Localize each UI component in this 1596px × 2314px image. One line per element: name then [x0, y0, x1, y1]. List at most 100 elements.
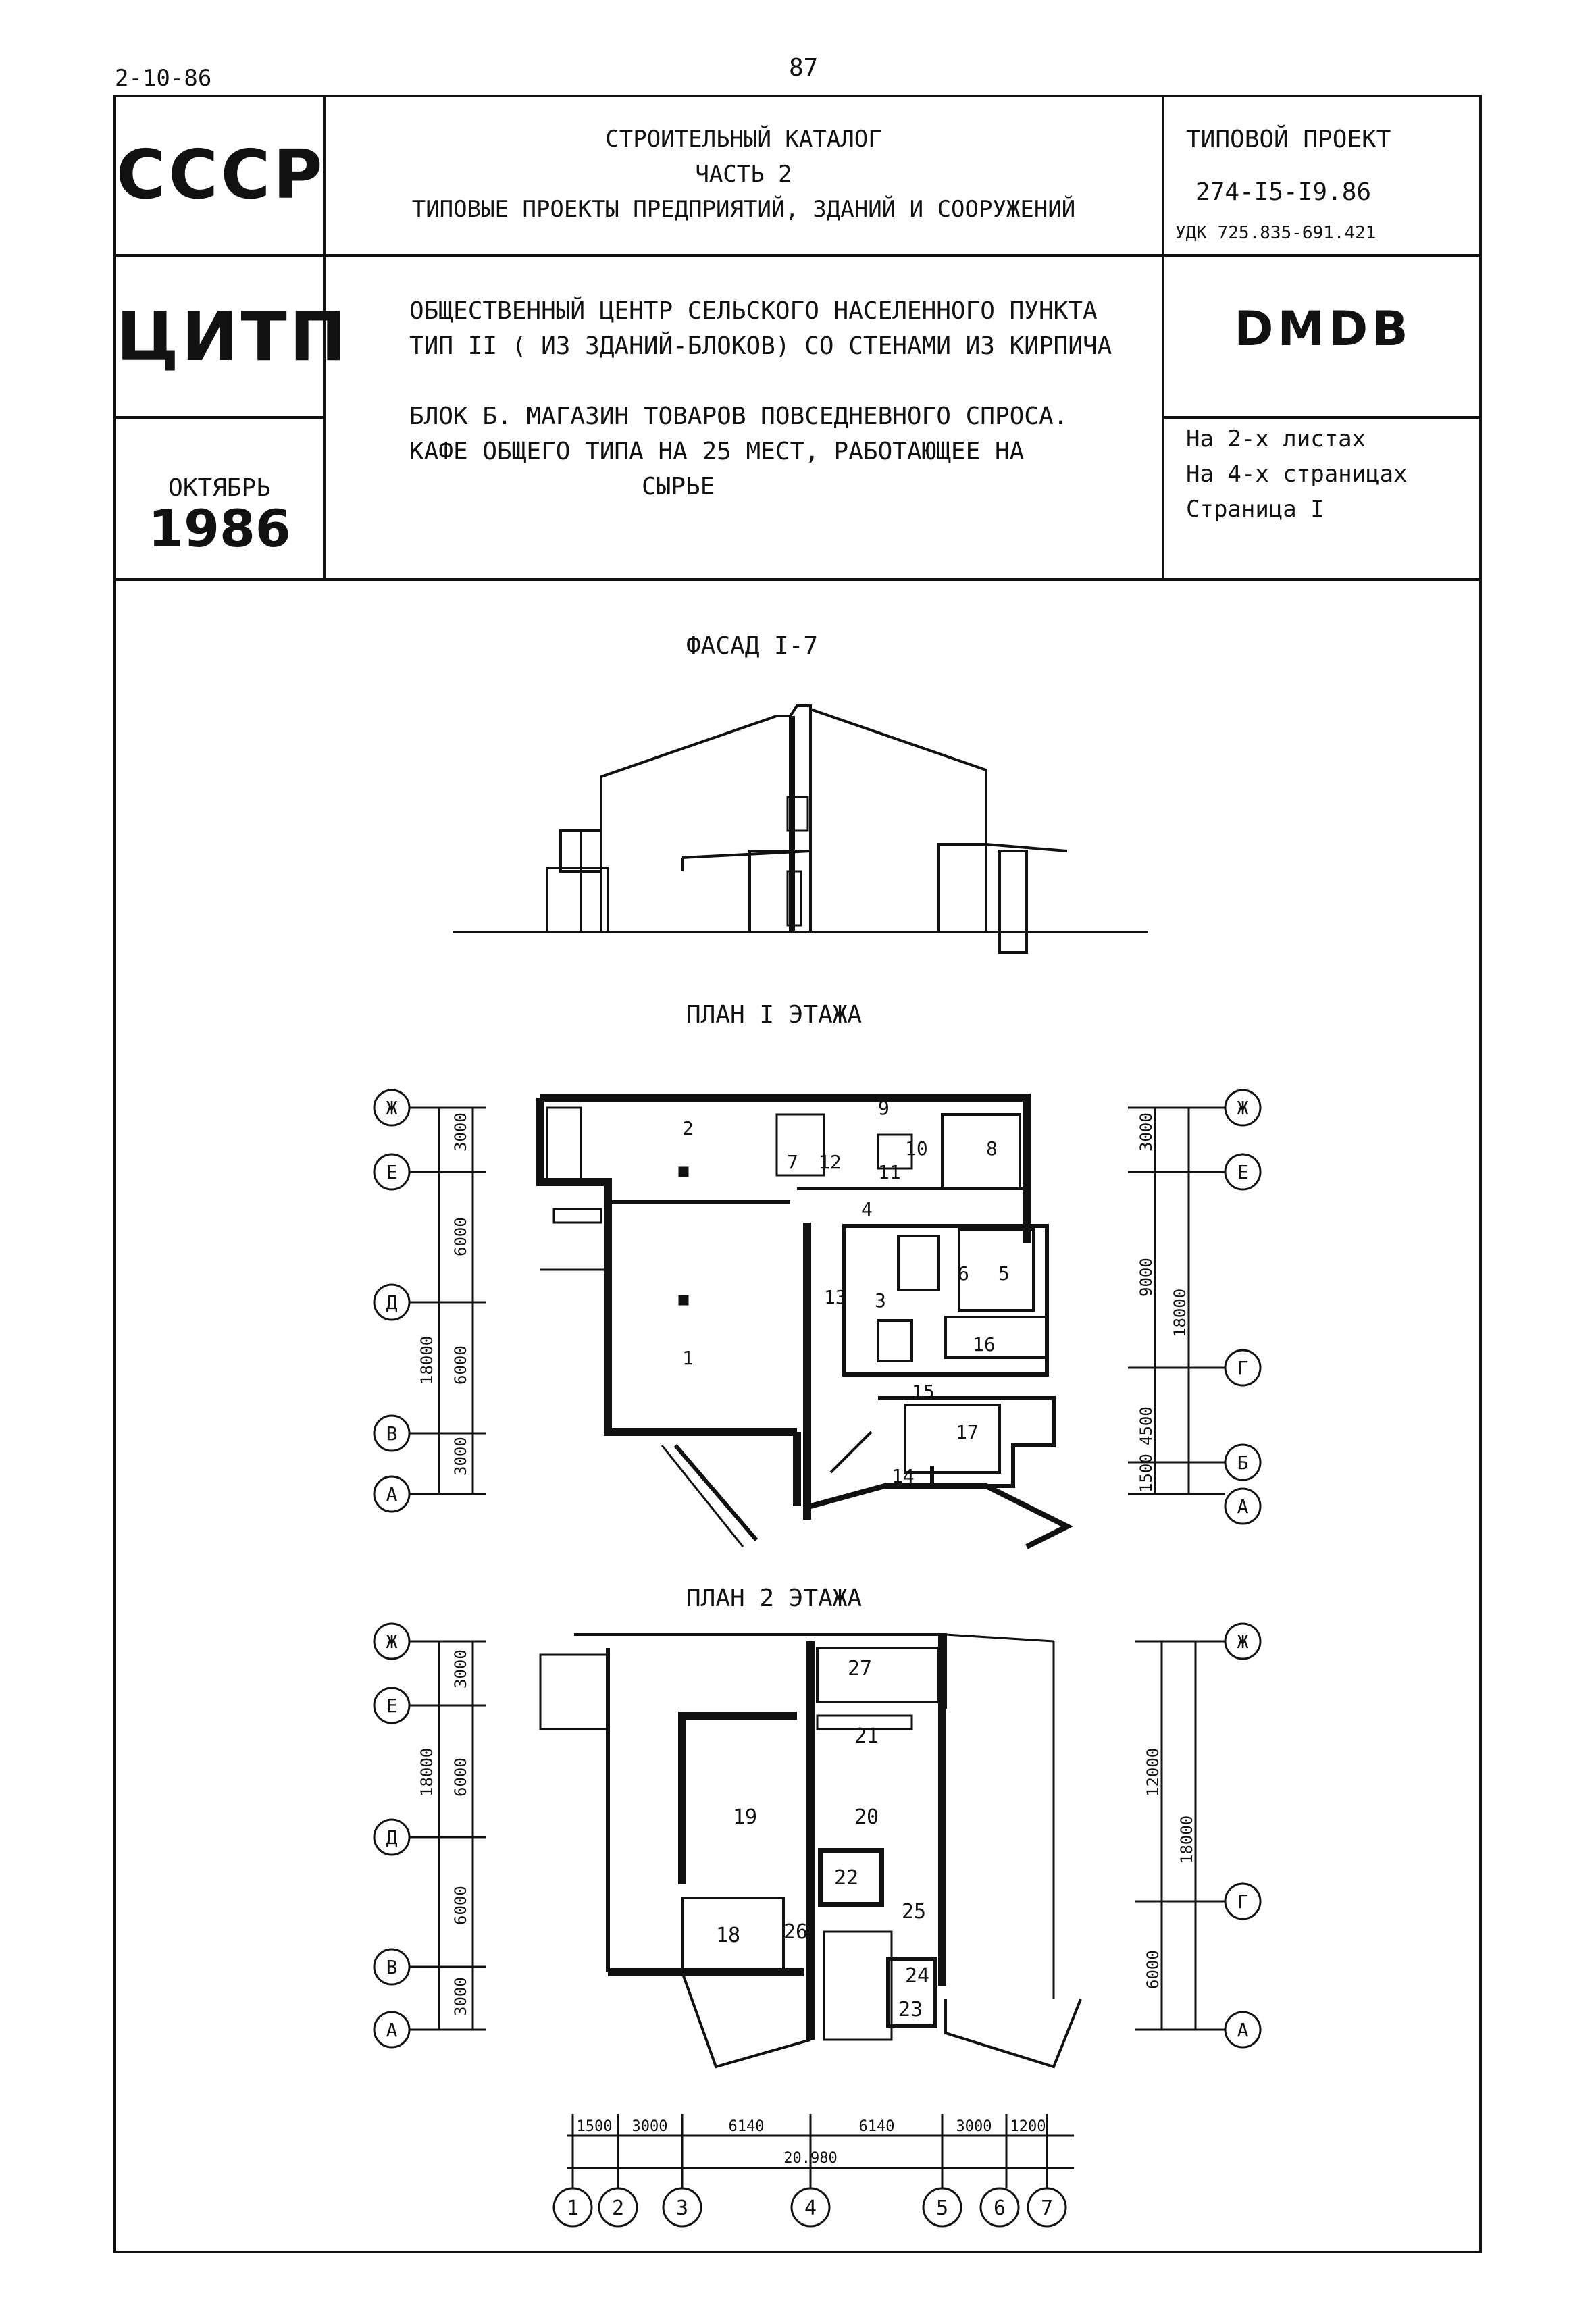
svg-text:7: 7 [1041, 2196, 1053, 2220]
svg-text:А: А [1237, 1495, 1249, 1518]
svg-text:13: 13 [824, 1286, 847, 1308]
svg-text:4: 4 [804, 2196, 817, 2220]
svg-text:24: 24 [905, 1964, 929, 1988]
svg-text:Ж: Ж [386, 1097, 398, 1119]
svg-text:6000: 6000 [451, 1345, 470, 1385]
svg-text:20: 20 [854, 1805, 879, 1829]
svg-text:3000: 3000 [632, 2118, 668, 2135]
sheet-frame [113, 95, 1482, 2253]
svg-text:16: 16 [973, 1333, 996, 1356]
svg-text:6140: 6140 [859, 2118, 895, 2135]
catalog-line1: СТРОИТЕЛЬНЫЙ КАТАЛОГ [605, 126, 882, 153]
svg-text:3: 3 [676, 2196, 688, 2220]
svg-text:11: 11 [878, 1161, 901, 1183]
svg-text:12000: 12000 [1143, 1748, 1162, 1797]
svg-text:27: 27 [848, 1657, 872, 1680]
plan2-dims-left: 3000 6000 6000 3000 18000 [417, 1649, 470, 2016]
center-name: ЦИТП [116, 297, 349, 376]
plan1-title: ПЛАН I ЭТАЖА [686, 1001, 863, 1029]
svg-text:3000: 3000 [956, 2118, 992, 2135]
svg-text:25: 25 [902, 1900, 926, 1924]
plan1-axis-labels-right: Ж Е Г Б А [1237, 1097, 1249, 1518]
svg-text:В: В [386, 1956, 398, 1978]
svg-text:В: В [386, 1422, 398, 1445]
svg-text:18000: 18000 [1177, 1816, 1196, 1864]
svg-text:18000: 18000 [417, 1748, 436, 1797]
svg-text:1: 1 [682, 1347, 694, 1369]
bottom-dims: 1500 3000 6140 6140 3000 1200 20.980 [577, 2118, 1046, 2167]
svg-text:1: 1 [567, 2196, 579, 2220]
svg-text:3: 3 [875, 1289, 886, 1312]
svg-text:26: 26 [783, 1920, 808, 1944]
svg-text:Д: Д [386, 1291, 398, 1314]
title-hline-2b [1162, 416, 1482, 419]
plan2-dims-right: 12000 6000 18000 [1143, 1748, 1196, 1989]
page-label: Страница I [1186, 496, 1324, 523]
svg-text:А: А [1237, 2019, 1249, 2041]
svg-text:Г: Г [1237, 1891, 1249, 1913]
svg-text:21: 21 [854, 1724, 879, 1748]
title-hline-3 [113, 578, 1482, 581]
plan2-axis-labels-right: Ж Г А [1237, 1630, 1249, 2041]
svg-text:12: 12 [819, 1151, 842, 1173]
plan1-axes-right [1128, 1089, 1262, 1525]
title-hline-2a [113, 416, 324, 419]
svg-text:17: 17 [956, 1421, 979, 1443]
plan2-axes-left [373, 1622, 486, 2049]
svg-text:А: А [386, 1483, 398, 1506]
block-line2: КАФЕ ОБЩЕГО ТИПА НА 25 МЕСТ, РАБОТАЮЩЕЕ … [409, 438, 1025, 465]
svg-text:23: 23 [898, 1998, 923, 2022]
svg-text:20.980: 20.980 [783, 2150, 837, 2167]
svg-text:14: 14 [892, 1465, 915, 1487]
svg-text:Ж: Ж [1237, 1097, 1249, 1119]
facade-title: ФАСАД I-7 [686, 632, 819, 660]
sheets: На 2-х листах [1186, 426, 1366, 453]
svg-text:18000: 18000 [417, 1336, 436, 1385]
svg-text:1500: 1500 [577, 2118, 613, 2135]
svg-text:Е: Е [386, 1161, 398, 1183]
title-line1: ОБЩЕСТВЕННЫЙ ЦЕНТР СЕЛЬСКОГО НАСЕЛЕННОГО… [409, 297, 1098, 325]
catalog-line3: ТИПОВЫЕ ПРОЕКТЫ ПРЕДПРИЯТИЙ, ЗДАНИЙ И СО… [411, 196, 1076, 223]
svg-text:2: 2 [682, 1117, 694, 1139]
svg-text:19: 19 [733, 1805, 757, 1829]
svg-text:8: 8 [986, 1137, 998, 1160]
svg-text:1500: 1500 [1137, 1454, 1156, 1493]
plan2-axes-right [1135, 1622, 1262, 2049]
svg-text:15: 15 [912, 1381, 935, 1403]
plan2-room-numbers: 27 21 19 20 22 18 26 25 24 23 [716, 1657, 929, 2022]
svg-text:9: 9 [878, 1097, 890, 1119]
pages: На 4-х страницах [1186, 461, 1408, 488]
svg-text:6: 6 [958, 1262, 969, 1285]
org-left: СССР [116, 135, 326, 214]
plan2-drawing [539, 1633, 1082, 2069]
svg-text:6: 6 [994, 2196, 1006, 2220]
block-line1: БЛОК Б. МАГАЗИН ТОВАРОВ ПОВСЕДНЕВНОГО СП… [409, 403, 1069, 430]
doc-code: 2-10-86 [115, 65, 212, 92]
svg-text:10: 10 [905, 1137, 928, 1160]
svg-text:4500: 4500 [1137, 1406, 1156, 1445]
facade-drawing [453, 704, 1148, 954]
plan1-dims-right: 3000 9000 4500 1500 18000 [1137, 1112, 1189, 1493]
svg-text:9000: 9000 [1137, 1258, 1156, 1297]
svg-text:18: 18 [716, 1924, 740, 1947]
svg-text:Ж: Ж [1237, 1630, 1249, 1653]
plan2-axis-labels-left: Ж Е Д В А [386, 1630, 398, 2041]
svg-text:1200: 1200 [1010, 2118, 1046, 2135]
year: 1986 [148, 498, 291, 559]
project-number: 274-I5-I9.86 [1195, 178, 1372, 206]
svg-text:6000: 6000 [451, 1757, 470, 1797]
plan1-drawing [536, 1094, 1073, 1549]
svg-text:А: А [386, 2019, 398, 2041]
title-divider-left [323, 95, 326, 580]
svg-text:7: 7 [787, 1151, 798, 1173]
svg-text:3000: 3000 [451, 1977, 470, 2016]
title-hline-1b [323, 254, 1482, 257]
svg-text:5: 5 [936, 2196, 948, 2220]
svg-text:3000: 3000 [1137, 1112, 1156, 1152]
svg-text:6000: 6000 [451, 1886, 470, 1925]
title-divider-right [1162, 95, 1164, 580]
bottom-axes [552, 2114, 1074, 2228]
svg-text:Е: Е [386, 1695, 398, 1717]
svg-text:6000: 6000 [1143, 1950, 1162, 1989]
catalog-line2: ЧАСТЬ 2 [695, 161, 792, 188]
